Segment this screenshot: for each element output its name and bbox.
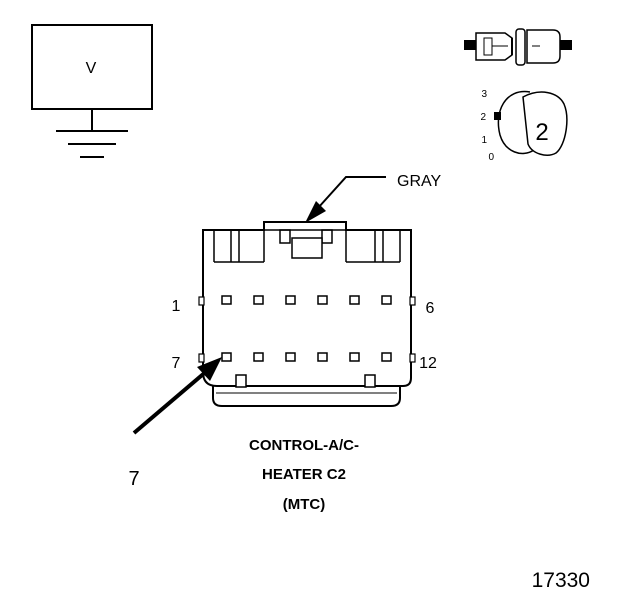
ground-icon xyxy=(56,109,128,158)
pin-cavity xyxy=(253,295,264,305)
pin-cavity xyxy=(381,352,392,362)
position-mark-2: 2 xyxy=(480,112,486,123)
pin-cavity xyxy=(349,352,360,362)
position-mark-1: 1 xyxy=(481,135,487,146)
connector-title-line-1: CONTROL-A/C- xyxy=(249,437,359,454)
pin-label-12: 12 xyxy=(419,355,437,372)
pin-label-7: 7 xyxy=(172,355,181,372)
gray-wire-label: GRAY xyxy=(397,173,441,190)
gray-wire-callout: GRAY xyxy=(305,173,441,223)
probe-pin-label: 7 xyxy=(128,468,139,490)
pin-row-top xyxy=(221,295,392,305)
connector-mating-icon xyxy=(464,28,572,66)
pin-cavity xyxy=(285,352,296,362)
pin-cavity xyxy=(349,295,360,305)
pin-label-1: 1 xyxy=(172,298,181,315)
pin-cavity xyxy=(221,295,232,305)
voltmeter: V xyxy=(31,24,153,158)
pin-cavity xyxy=(381,295,392,305)
pin-cavity xyxy=(285,295,296,305)
probe-arrow xyxy=(132,357,222,435)
pin-label-6: 6 xyxy=(426,300,435,317)
pin-cavity xyxy=(221,352,232,362)
pin-cavity xyxy=(253,352,264,362)
connector-c2 xyxy=(198,221,416,407)
position-mark-0: 0 xyxy=(488,152,494,163)
figure-number: 17330 xyxy=(532,569,590,592)
connector-title-line-3: (MTC) xyxy=(283,496,325,513)
voltmeter-symbol: V xyxy=(86,60,97,77)
pin-row-bottom xyxy=(221,352,392,362)
selected-position: 2 xyxy=(535,119,548,146)
connector-title-line-2: HEATER C2 xyxy=(262,466,346,483)
pin-cavity xyxy=(317,352,328,362)
position-mark-3: 3 xyxy=(481,89,487,100)
probe-position-selector: 3 2 1 0 2 xyxy=(480,89,568,163)
pin-cavity xyxy=(317,295,328,305)
